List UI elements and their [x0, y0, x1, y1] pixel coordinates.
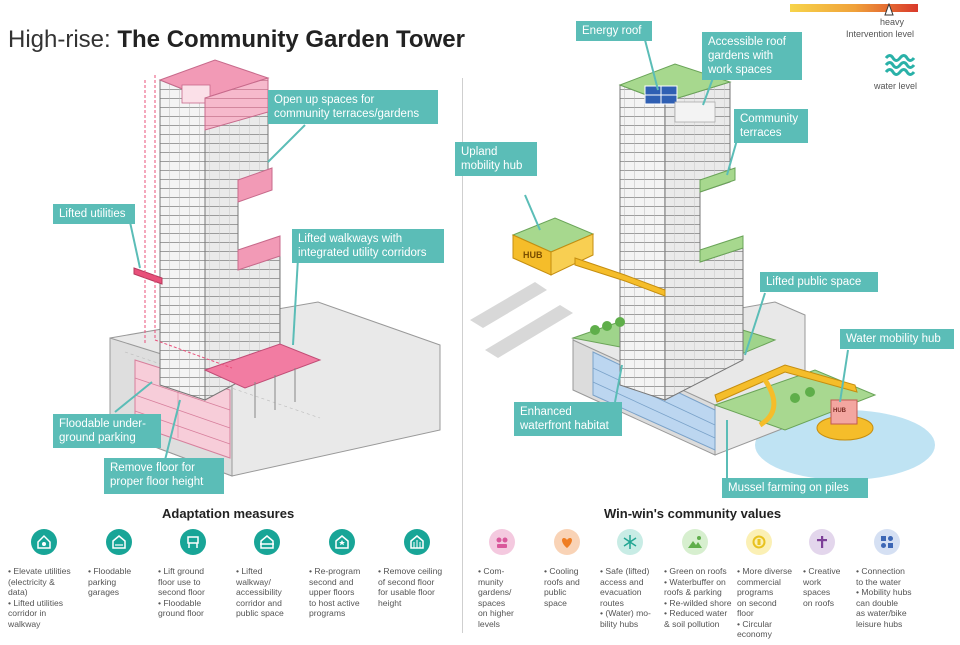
adaptation-desc-1: • Elevate utilities (electricity & data)…	[8, 566, 71, 629]
work-space-icon	[809, 529, 835, 555]
callout-waterfront-habitat: Enhanced waterfront habitat	[514, 402, 622, 436]
values-desc-7: • Connection to the water • Mobility hub…	[856, 566, 912, 629]
upland-hub-sign: HUB	[523, 250, 543, 260]
community-garden-icon	[489, 529, 515, 555]
ceiling-icon	[404, 529, 430, 555]
values-desc-2: • Cooling roofs and public space	[544, 566, 580, 608]
callout-accessible-roof: Accessible roof gardens with work spaces	[702, 32, 802, 80]
title-prefix: High-rise:	[8, 26, 118, 53]
callout-floodable-parking: Floodable under- ground parking	[53, 414, 161, 448]
adaptation-desc-3: • Lift ground floor use to second floor …	[158, 566, 205, 618]
callout-mussel-farming: Mussel farming on piles	[722, 478, 868, 498]
values-heading: Win-win's community values	[604, 506, 782, 521]
utilities-icon	[31, 529, 57, 555]
values-desc-5: • More diverse commercial programs on se…	[737, 566, 793, 639]
cooling-roof-icon	[554, 529, 580, 555]
callout-energy-roof: Energy roof	[576, 21, 652, 41]
callout-lifted-utilities: Lifted utilities	[53, 204, 135, 224]
adaptation-desc-4: • Lifted walkway/ accessibility corridor…	[236, 566, 284, 618]
reprogram-icon	[329, 529, 355, 555]
title-main: The Community Garden Tower	[117, 26, 465, 53]
evacuation-route-icon	[617, 529, 643, 555]
commercial-icon	[746, 529, 772, 555]
callout-upland-hub: Upland mobility hub	[455, 142, 537, 176]
adaptation-desc-5: • Re-program second and upper floors to …	[309, 566, 361, 618]
water-hub-sign: HUB	[833, 408, 847, 414]
callout-lifted-public: Lifted public space	[760, 272, 878, 292]
callout-community-terraces: Community terraces	[734, 109, 808, 143]
adaptation-heading: Adaptation measures	[162, 506, 295, 521]
legend-water: water level	[874, 81, 918, 91]
values-desc-1: • Com- munity gardens/ spaces on higher …	[478, 566, 514, 629]
intervention-gradient-bar	[790, 4, 918, 12]
water-wave-icon	[884, 54, 916, 76]
callout-lifted-walkways: Lifted walkways with integrated utility …	[292, 229, 444, 263]
values-desc-3: • Safe (lifted) access and evacuation ro…	[600, 566, 651, 629]
panel-divider	[462, 78, 463, 633]
adaptation-desc-6: • Remove ceiling of second floor for usa…	[378, 566, 443, 608]
connection-icon	[874, 529, 900, 555]
legend-heavy: heavy	[880, 17, 905, 27]
callout-water-hub: Water mobility hub	[840, 329, 954, 349]
parking-garage-icon	[106, 529, 132, 555]
walkway-icon	[254, 529, 280, 555]
adaptation-desc-2: • Floodable parking garages	[88, 566, 132, 597]
legend-intervention: Intervention level	[846, 29, 915, 39]
callout-remove-floor: Remove floor for proper floor height	[104, 458, 224, 494]
page-title: High-rise: The Community Garden Tower	[8, 26, 465, 54]
callout-open-spaces: Open up spaces for community terraces/ga…	[268, 90, 438, 124]
values-desc-6: • Creative work spaces on roofs	[803, 566, 841, 608]
lifted-floor-icon	[180, 529, 206, 555]
values-desc-4: • Green on roofs • Waterbuffer on roofs …	[664, 566, 732, 629]
right-tower-illustration: HUB HUB	[470, 39, 935, 480]
level-marker-icon	[884, 3, 894, 16]
green-roof-icon	[682, 529, 708, 555]
